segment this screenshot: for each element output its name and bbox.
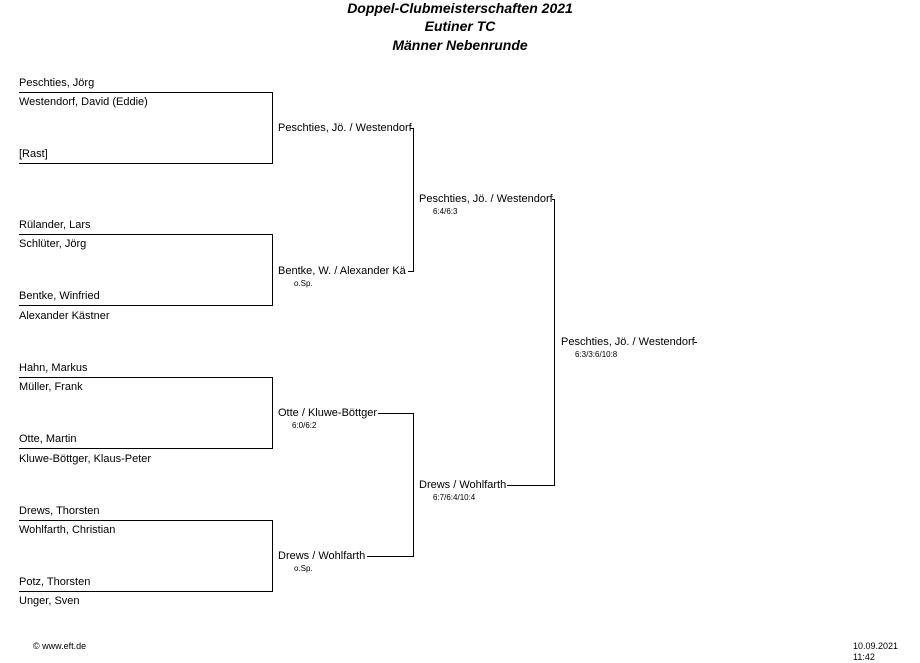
match-result: o.Sp. <box>294 564 313 573</box>
player-name: Westendorf, David (Eddie) <box>19 96 148 108</box>
round2-winner: Peschties, Jö. / Westendorf <box>278 122 412 134</box>
champion-name: Peschties, Jö. / Westendorf <box>561 336 695 348</box>
player-name: Peschties, Jörg <box>19 77 95 89</box>
bracket-connector <box>272 234 273 306</box>
player-name: Müller, Frank <box>19 381 83 393</box>
player-name: Schlüter, Jörg <box>19 238 87 250</box>
bracket-connector <box>413 128 414 272</box>
bracket-connector <box>272 377 273 449</box>
player-name: Rülander, Lars <box>19 219 91 231</box>
bracket-line <box>552 199 555 200</box>
copyright-link[interactable]: © www.eft.de <box>33 641 87 651</box>
bracket-line <box>19 234 273 235</box>
draw-name: Männer Nebenrunde <box>392 37 528 53</box>
player-name: [Rast] <box>19 148 48 160</box>
bracket-line <box>19 448 273 449</box>
match-result: 6:4/6:3 <box>433 207 458 216</box>
player-name: Bentke, Winfried <box>19 290 100 302</box>
player-name: Otte, Martin <box>19 433 77 445</box>
match-result: 6:0/6:2 <box>292 421 317 430</box>
bracket-line <box>378 413 414 414</box>
tournament-title: Doppel-Clubmeisterschaften 2021 <box>347 0 573 16</box>
bracket-connector <box>272 92 273 164</box>
bracket-connector <box>413 413 414 557</box>
bracket-line <box>694 342 697 343</box>
player-name: Hahn, Markus <box>19 362 88 374</box>
bracket-connector <box>272 520 273 592</box>
player-name: Potz, Thorsten <box>19 576 91 588</box>
match-result: 6:7/6:4/10:4 <box>433 493 476 502</box>
bracket-line <box>19 92 273 93</box>
bracket-line <box>410 128 414 129</box>
bracket-line <box>507 485 555 486</box>
bracket-line <box>19 163 273 164</box>
match-result: 6:3/3:6/10:8 <box>575 350 618 359</box>
bracket-line <box>367 556 414 557</box>
bracket-line <box>19 305 273 306</box>
round2-winner: Bentke, W. / Alexander Kä <box>278 265 406 277</box>
bracket-line <box>19 377 273 378</box>
round2-winner: Otte / Kluwe-Böttger <box>278 407 378 419</box>
bracket-line <box>19 591 273 592</box>
bracket-line <box>19 520 273 521</box>
bracket-line <box>408 271 414 272</box>
match-result: o.Sp. <box>294 279 313 288</box>
player-name: Wohlfarth, Christian <box>19 524 116 536</box>
semifinal-winner: Drews / Wohlfarth <box>419 479 507 491</box>
player-name: Unger, Sven <box>19 595 80 607</box>
bracket-connector <box>554 199 555 486</box>
semifinal-winner: Peschties, Jö. / Westendorf <box>419 193 553 205</box>
club-name: Eutiner TC <box>424 18 496 34</box>
player-name: Alexander Kästner <box>19 310 110 322</box>
player-name: Kluwe-Böttger, Klaus-Peter <box>19 453 152 465</box>
print-timestamp: 10.09.2021 11:42 <box>853 641 899 662</box>
player-name: Drews, Thorsten <box>19 505 100 517</box>
round2-winner: Drews / Wohlfarth <box>278 550 366 562</box>
